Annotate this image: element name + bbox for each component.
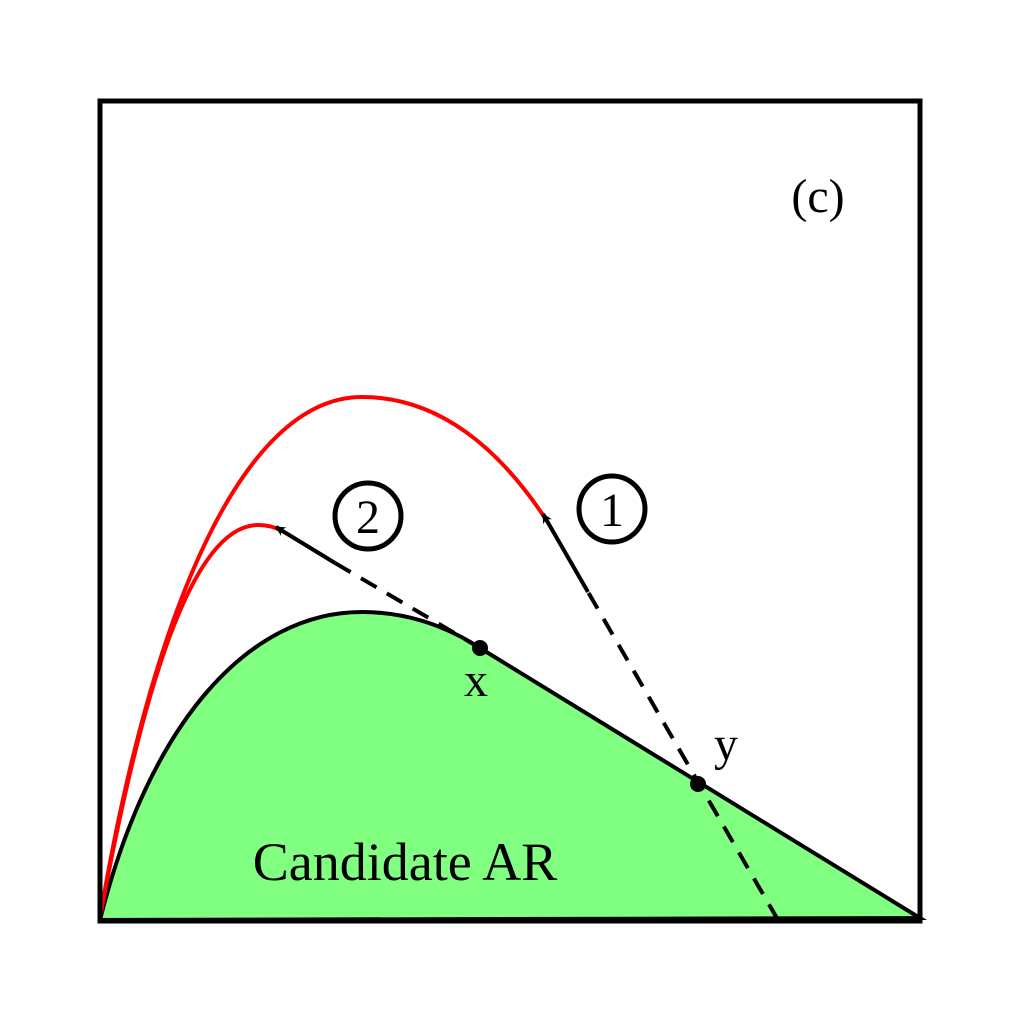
step-2-circle	[332, 480, 404, 552]
point-y-label: y	[714, 718, 738, 771]
point-x	[472, 640, 488, 656]
arrow-2	[274, 525, 337, 565]
arrow-1	[541, 513, 590, 593]
candidate-ar-region	[97, 609, 928, 923]
panel-label: (c)	[791, 170, 844, 223]
point-y	[690, 776, 706, 792]
step-2-label: 2	[356, 491, 380, 544]
region-label: Candidate AR	[253, 832, 557, 892]
point-x-label: x	[464, 654, 488, 707]
trajectory-2	[98, 522, 283, 919]
step-1-label: 1	[600, 484, 624, 537]
step-1-circle	[576, 473, 648, 545]
dashed-line-1	[586, 590, 780, 922]
frame	[97, 98, 923, 924]
